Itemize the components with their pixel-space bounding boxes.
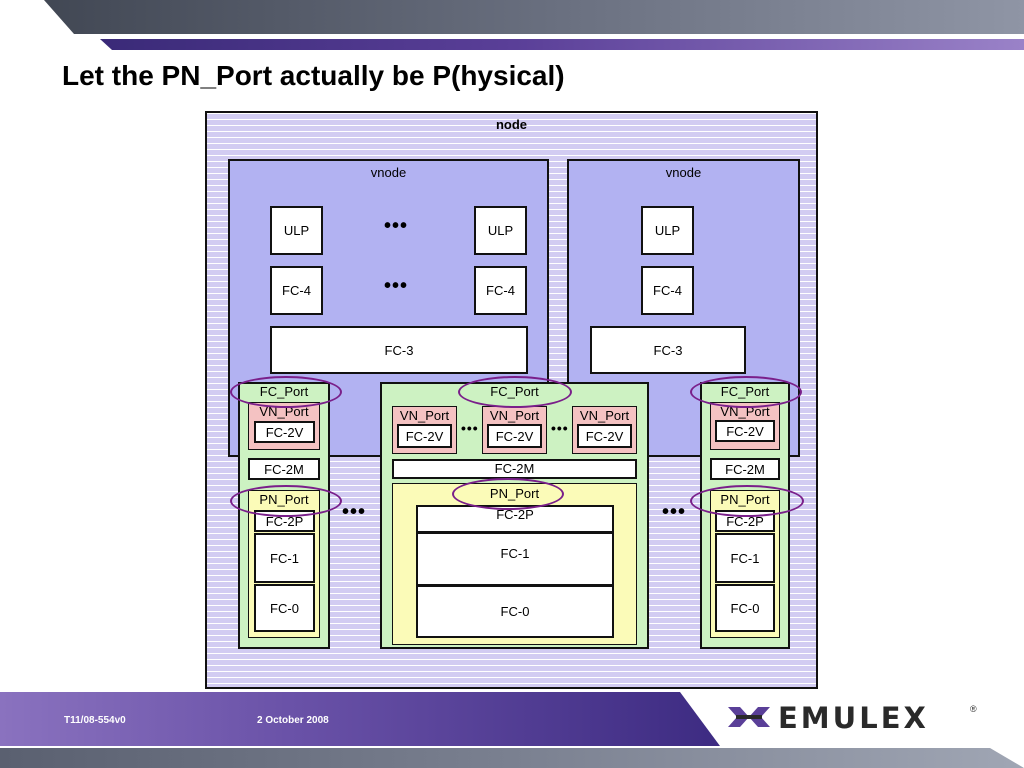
fc2m-box: FC-2M xyxy=(248,458,320,480)
fc4-box: FC-4 xyxy=(270,266,323,315)
node-label: node xyxy=(495,117,528,132)
fc2v-box: FC-2V xyxy=(487,424,542,448)
fc1-box: FC-1 xyxy=(254,533,315,583)
fc2m-box: FC-2M xyxy=(392,459,637,479)
fc0-box: FC-0 xyxy=(254,584,315,632)
emulex-logo-mark-icon xyxy=(728,707,770,727)
ellipsis-dots: ••• xyxy=(551,420,569,436)
vn-port-label: VN_Port xyxy=(720,404,770,419)
vnode-left-label: vnode xyxy=(370,165,407,180)
header-band xyxy=(44,0,1024,34)
emulex-logo: EMULEX ® xyxy=(726,700,986,736)
fc2m-box: FC-2M xyxy=(710,458,780,480)
fc3-box: FC-3 xyxy=(270,326,528,374)
footer-date: 2 October 2008 xyxy=(257,715,329,726)
fc4-box: FC-4 xyxy=(641,266,694,315)
fc2v-box: FC-2V xyxy=(397,424,452,448)
doc-id: T11/08-554v0 xyxy=(64,715,126,726)
vn-port-label: VN_Port xyxy=(259,404,309,419)
vn-port-label: VN_Port xyxy=(489,408,540,423)
fc0-box: FC-0 xyxy=(715,584,775,632)
fc2v-box: FC-2V xyxy=(715,420,775,442)
fc1-box: FC-1 xyxy=(416,532,614,586)
ulp-box: ULP xyxy=(474,206,527,255)
vnode-right-label: vnode xyxy=(665,165,702,180)
footer-bottom-band xyxy=(0,748,1024,768)
logo-text: EMULEX xyxy=(778,701,929,735)
vn-port-label: VN_Port xyxy=(579,408,630,423)
ellipsis-dots: ••• xyxy=(384,275,409,297)
header-accent-band xyxy=(100,39,1024,50)
fc1-box: FC-1 xyxy=(715,533,775,583)
fc2v-box: FC-2V xyxy=(254,421,315,443)
ellipsis-dots: ••• xyxy=(662,501,687,523)
slide-title: Let the PN_Port actually be P(hysical) xyxy=(62,60,565,91)
registered-mark-icon: ® xyxy=(970,704,977,714)
fc4-box: FC-4 xyxy=(474,266,527,315)
fc2v-box: FC-2V xyxy=(577,424,632,448)
highlight-ellipse xyxy=(690,485,804,517)
vn-port-label: VN_Port xyxy=(399,408,450,423)
highlight-ellipse xyxy=(690,376,802,408)
highlight-ellipse xyxy=(230,376,342,408)
ellipsis-dots: ••• xyxy=(461,420,479,436)
ulp-box: ULP xyxy=(641,206,694,255)
highlight-ellipse xyxy=(452,478,564,510)
highlight-ellipse xyxy=(230,485,342,517)
ellipsis-dots: ••• xyxy=(342,501,367,523)
footer-band xyxy=(0,692,720,746)
ellipsis-dots: ••• xyxy=(384,215,409,237)
fc3-box: FC-3 xyxy=(590,326,746,374)
fc0-box: FC-0 xyxy=(416,585,614,638)
ulp-box: ULP xyxy=(270,206,323,255)
highlight-ellipse xyxy=(458,376,572,408)
